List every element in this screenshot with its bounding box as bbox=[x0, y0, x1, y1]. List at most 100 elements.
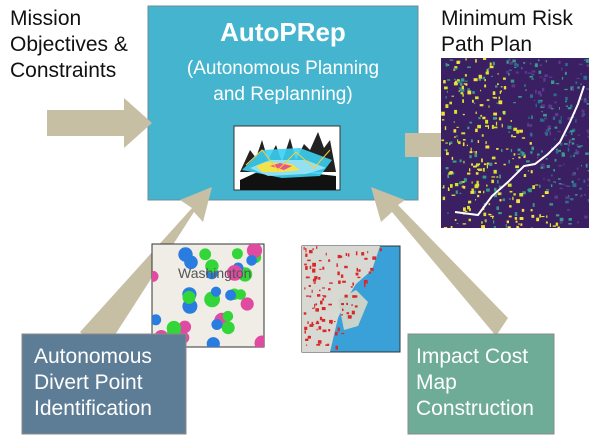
risk-cell bbox=[455, 190, 458, 194]
risk-cell bbox=[531, 214, 535, 218]
risk-cell bbox=[480, 114, 482, 117]
risk-cell bbox=[495, 121, 498, 126]
divert-point bbox=[222, 310, 234, 322]
divert-point-map: Washington bbox=[151, 243, 265, 348]
risk-cell bbox=[488, 162, 493, 166]
impact-cost-map bbox=[301, 245, 401, 353]
risk-cell bbox=[453, 129, 457, 133]
risk-cell bbox=[533, 99, 536, 102]
risk-cell bbox=[492, 215, 494, 219]
risk-cell bbox=[554, 158, 557, 162]
risk-cell bbox=[570, 130, 574, 133]
divert-point bbox=[246, 244, 263, 259]
risk-cell bbox=[532, 203, 535, 207]
risk-cell bbox=[444, 149, 448, 151]
risk-cell bbox=[527, 122, 529, 127]
risk-cell bbox=[499, 199, 502, 202]
risk-cell bbox=[473, 102, 476, 104]
impact-cell bbox=[361, 252, 365, 256]
risk-cell bbox=[516, 129, 520, 134]
risk-cell bbox=[521, 208, 525, 212]
risk-cell bbox=[564, 88, 568, 91]
risk-cell bbox=[549, 203, 554, 206]
risk-cell bbox=[581, 114, 585, 118]
risk-cell bbox=[531, 146, 534, 151]
risk-cell bbox=[508, 73, 510, 76]
risk-cell bbox=[462, 93, 464, 97]
risk-cell bbox=[587, 130, 589, 135]
impact-cell bbox=[338, 280, 341, 284]
risk-cell bbox=[568, 218, 572, 221]
risk-cell bbox=[548, 127, 551, 130]
risk-cell bbox=[459, 82, 463, 86]
impact-cell bbox=[352, 282, 354, 286]
risk-cell bbox=[515, 220, 518, 223]
risk-cell bbox=[462, 185, 464, 189]
risk-cell bbox=[541, 195, 545, 197]
risk-cell bbox=[445, 63, 448, 67]
risk-cell bbox=[465, 83, 468, 86]
risk-cell bbox=[492, 96, 496, 99]
risk-cell bbox=[580, 73, 582, 75]
risk-cell bbox=[486, 162, 490, 165]
risk-cell bbox=[483, 163, 487, 166]
risk-cell bbox=[502, 198, 505, 201]
divert-module-box bbox=[21, 333, 187, 435]
impact-cell bbox=[319, 289, 321, 292]
impact-module-label: Impact Cost Map Construction bbox=[416, 345, 534, 420]
risk-cell bbox=[553, 181, 556, 183]
risk-cell bbox=[498, 100, 503, 105]
risk-cell bbox=[449, 59, 454, 61]
risk-cell bbox=[530, 94, 533, 98]
impact-cell bbox=[308, 335, 310, 337]
risk-cell bbox=[496, 206, 499, 210]
impact-cell bbox=[319, 316, 323, 321]
risk-cell bbox=[580, 165, 582, 167]
impact-cell bbox=[312, 268, 316, 273]
risk-cell bbox=[500, 192, 502, 195]
risk-cell bbox=[515, 71, 519, 74]
risk-cell bbox=[528, 188, 532, 193]
risk-cell bbox=[514, 63, 518, 67]
impact-cell bbox=[305, 266, 308, 270]
risk-cell bbox=[463, 139, 466, 141]
impact-cell bbox=[340, 274, 344, 278]
impact-cell bbox=[379, 248, 382, 252]
risk-cell bbox=[508, 215, 512, 218]
risk-cell bbox=[557, 149, 561, 152]
risk-cell bbox=[572, 172, 576, 175]
risk-cell bbox=[473, 165, 477, 168]
risk-cell bbox=[552, 225, 557, 227]
risk-cell bbox=[545, 158, 548, 160]
divert-point bbox=[240, 297, 254, 311]
risk-cell bbox=[486, 184, 488, 187]
risk-cell bbox=[494, 162, 497, 164]
risk-cell bbox=[521, 66, 523, 70]
risk-cell bbox=[482, 116, 486, 120]
risk-cell bbox=[446, 64, 450, 67]
risk-cell bbox=[509, 69, 512, 71]
impact-cell bbox=[322, 298, 325, 301]
impact-cell bbox=[303, 246, 305, 250]
risk-cell bbox=[491, 179, 494, 184]
risk-cell bbox=[557, 178, 561, 180]
risk-cell bbox=[475, 172, 479, 175]
impact-cell bbox=[347, 315, 352, 319]
risk-cell bbox=[482, 175, 487, 179]
risk-cell bbox=[503, 86, 507, 90]
impact-cell bbox=[315, 303, 318, 306]
risk-cell bbox=[572, 116, 575, 118]
risk-cell bbox=[447, 187, 449, 190]
impact-cell bbox=[318, 260, 322, 262]
risk-cell bbox=[449, 101, 452, 105]
risk-cell bbox=[580, 97, 583, 101]
divert-point bbox=[182, 290, 196, 304]
risk-cell bbox=[485, 141, 487, 145]
risk-cell bbox=[519, 193, 524, 197]
impact-cell bbox=[312, 248, 314, 250]
risk-cell bbox=[484, 84, 487, 88]
risk-cell bbox=[559, 221, 563, 224]
risk-cell bbox=[580, 195, 582, 198]
risk-cell bbox=[559, 217, 564, 222]
impact-cell bbox=[355, 272, 359, 276]
